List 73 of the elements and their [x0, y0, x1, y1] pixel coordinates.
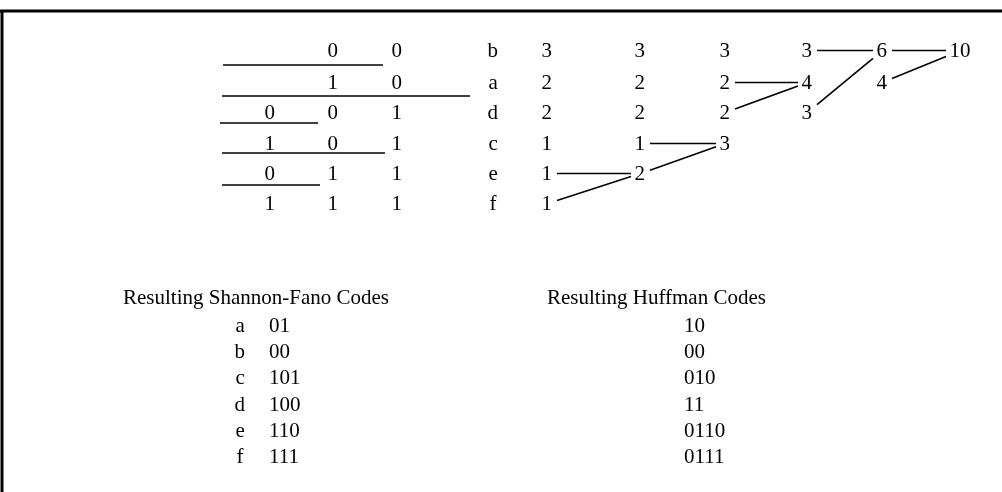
tree-line — [816, 57, 874, 106]
code-value: 101 — [268, 366, 302, 388]
column-heading: Resulting Huffman Codes — [546, 286, 767, 308]
code-value: 00 — [268, 340, 291, 362]
frequency-number: 2 — [540, 71, 553, 93]
code-value: 00 — [683, 340, 706, 362]
tree-node-number: 3 — [800, 39, 813, 61]
tree-node-number: 3 — [718, 132, 731, 154]
frequency-number: 2 — [540, 101, 553, 123]
symbol-letter: d — [233, 393, 246, 415]
table-digit: 0 — [263, 162, 276, 184]
table-digit: 0 — [326, 101, 339, 123]
tree-node-number: 3 — [800, 101, 813, 123]
table-digit: 1 — [390, 132, 403, 154]
symbol-letter: a — [234, 314, 246, 336]
tree-line — [556, 172, 632, 175]
tree-line — [891, 55, 947, 80]
tree-node-number: 1 — [633, 132, 646, 154]
tree-line — [649, 146, 717, 171]
frequency-number: 3 — [718, 39, 731, 61]
symbol-letter: b — [233, 340, 246, 362]
code-value: 010 — [683, 366, 717, 388]
column-heading: Resulting Shannon-Fano Codes — [122, 286, 390, 308]
tree-node-number: 4 — [800, 71, 813, 93]
code-value: 10 — [683, 314, 706, 336]
frequency-number: 2 — [633, 101, 646, 123]
tree-line — [816, 49, 874, 52]
frequency-number: 1 — [540, 132, 553, 154]
symbol-letter: b — [486, 39, 499, 61]
symbol-letter: e — [487, 162, 499, 184]
table-digit: 1 — [263, 192, 276, 214]
tree-line — [734, 85, 799, 110]
table-digit: 0 — [390, 39, 403, 61]
tree-node-number: 2 — [718, 101, 731, 123]
table-digit: 0 — [326, 132, 339, 154]
tree-node-number: 1 — [540, 192, 553, 214]
tree-node-number: 2 — [633, 162, 646, 184]
code-value: 0110 — [683, 419, 727, 441]
symbol-letter: f — [488, 192, 498, 214]
table-digit: 0 — [263, 101, 276, 123]
table-digit: 1 — [390, 101, 403, 123]
symbol-letter: c — [487, 132, 499, 154]
symbol-letter: e — [234, 419, 246, 441]
tree-node-number: 1 — [540, 162, 553, 184]
tree-line — [556, 175, 632, 202]
table-digit: 0 — [390, 71, 403, 93]
table-digit: 1 — [263, 132, 276, 154]
tree-line — [891, 49, 947, 52]
code-value: 0111 — [683, 445, 726, 467]
code-value: 111 — [268, 445, 300, 467]
tree-line — [649, 142, 717, 145]
frequency-number: 3 — [540, 39, 553, 61]
table-digit: 1 — [326, 162, 339, 184]
symbol-letter: d — [486, 101, 499, 123]
tree-line — [734, 81, 799, 84]
symbol-letter: f — [235, 445, 245, 467]
table-digit: 1 — [390, 162, 403, 184]
code-value: 110 — [268, 419, 301, 441]
code-value: 01 — [268, 314, 291, 336]
code-value: 100 — [268, 393, 302, 415]
symbol-letter: a — [487, 71, 499, 93]
table-digit: 1 — [326, 192, 339, 214]
frequency-number: 3 — [633, 39, 646, 61]
table-digit: 1 — [326, 71, 339, 93]
frequency-number: 2 — [633, 71, 646, 93]
table-digit: 1 — [390, 192, 403, 214]
tree-node-number: 2 — [718, 71, 731, 93]
tree-node-number: 10 — [948, 39, 972, 61]
tree-node-number: 6 — [875, 39, 888, 61]
tree-node-number: 4 — [875, 71, 888, 93]
table-digit: 0 — [326, 39, 339, 61]
code-value: 11 — [683, 393, 706, 415]
symbol-letter: c — [234, 366, 246, 388]
